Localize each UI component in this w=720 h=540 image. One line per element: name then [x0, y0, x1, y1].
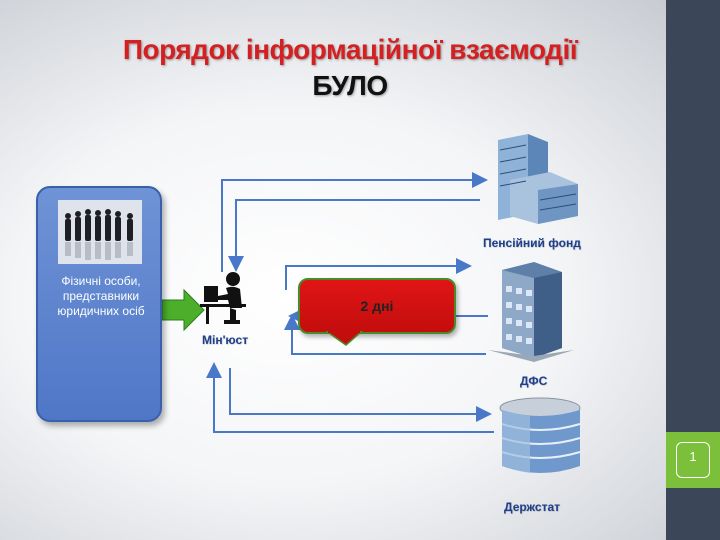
page-number-badge: 1 — [666, 432, 720, 488]
page-bracket — [676, 442, 710, 478]
duration-callout: 2 дні — [298, 278, 456, 334]
people-photo — [58, 200, 142, 264]
person-at-computer-icon — [200, 272, 246, 324]
arrow-from-pension-fund — [228, 199, 480, 272]
arrow-from-statistics — [206, 362, 494, 433]
citizens-box: Фізичні особи, представники юридичних ос… — [36, 186, 162, 422]
title-line-1: Порядок інформаційної взаємодії — [122, 34, 578, 65]
callout-pointer — [326, 331, 364, 346]
tower-building-icon — [488, 262, 574, 362]
flow-arrows — [161, 172, 494, 433]
citizens-label: Фізичні особи, представники юридичних ос… — [57, 274, 145, 318]
slide-title: Порядок інформаційної взаємодії БУЛО — [90, 32, 610, 104]
arrow-from-tax-service — [284, 314, 486, 355]
pension-fund-label: Пенсійний фонд — [483, 236, 581, 250]
arrow-to-tax-service — [285, 258, 472, 290]
arrow-to-statistics — [229, 368, 492, 422]
green-arrow — [161, 288, 205, 332]
arrow-to-pension-fund — [221, 172, 488, 272]
statistics-label: Держстат — [504, 500, 560, 514]
office-building-icon — [498, 134, 578, 224]
duration-text: 2 дні — [360, 298, 394, 314]
title-line-2: БУЛО — [312, 70, 388, 101]
tax-service-label: ДФС — [520, 374, 548, 388]
ministry-label: Мін'юст — [202, 333, 249, 347]
round-building-icon — [499, 397, 581, 473]
page-number: 1 — [689, 449, 697, 464]
